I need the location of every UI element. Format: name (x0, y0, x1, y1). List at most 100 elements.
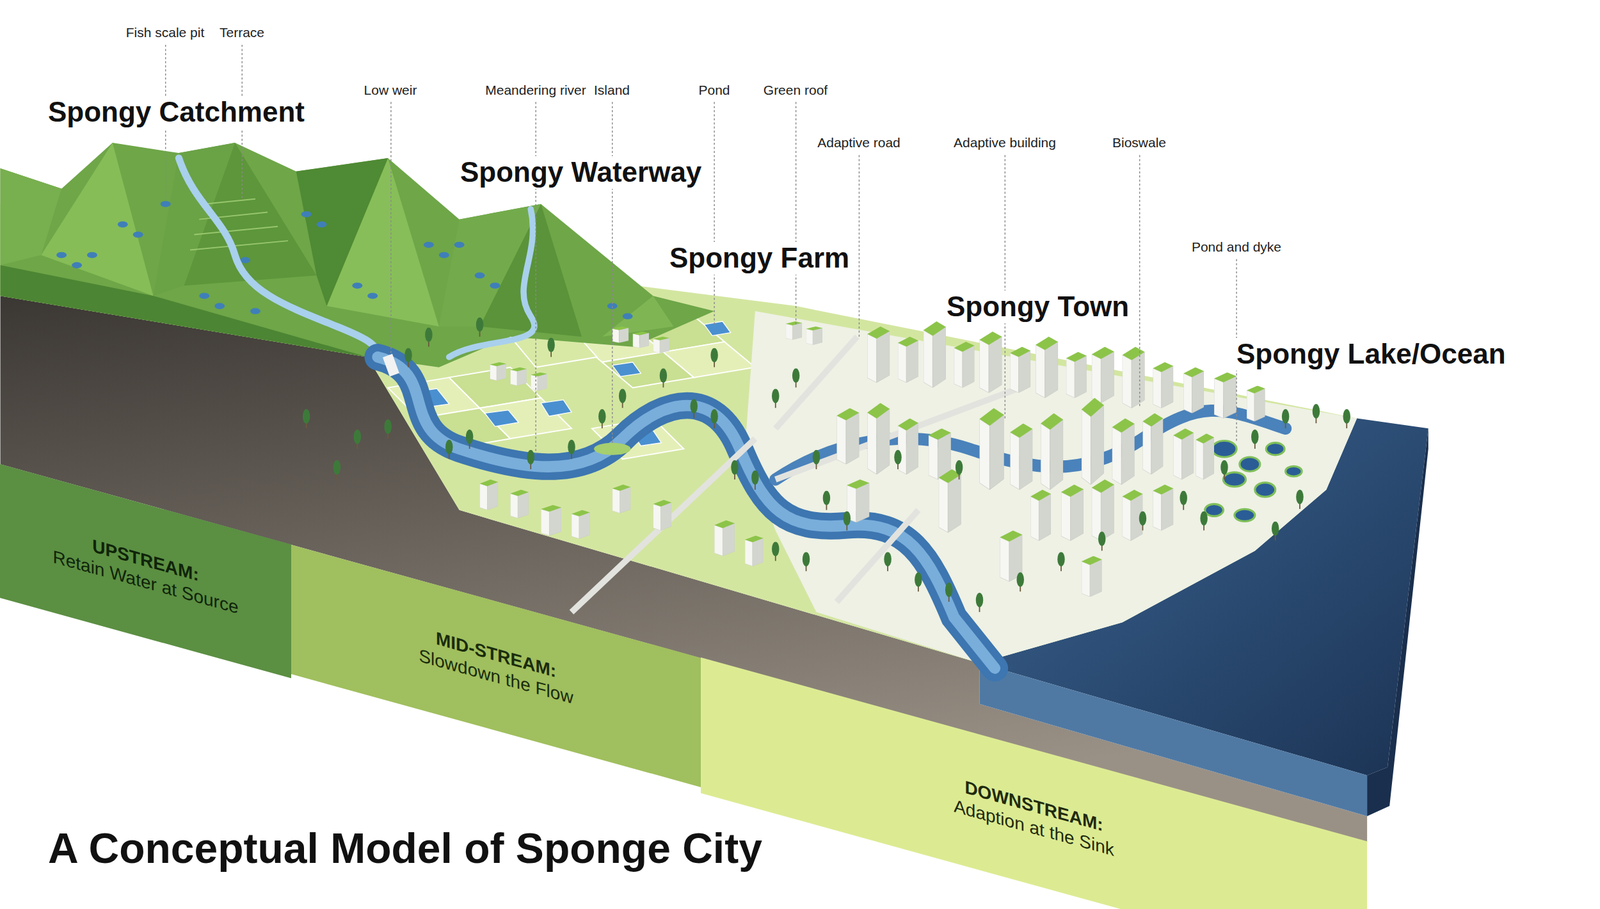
tree (1296, 489, 1304, 509)
tree (659, 368, 667, 388)
zone-heading: Spongy Waterway (456, 156, 706, 189)
building (897, 336, 919, 383)
pit (71, 262, 82, 269)
tree (710, 408, 718, 429)
building (530, 372, 547, 392)
tree (1200, 510, 1208, 530)
tree (802, 551, 810, 571)
building (1040, 412, 1064, 490)
building (954, 341, 975, 388)
mountains (0, 142, 715, 368)
tree (1139, 510, 1147, 530)
pit (490, 282, 501, 289)
zone-heading: Spongy Catchment (44, 96, 309, 129)
tree (598, 408, 606, 429)
road (836, 510, 918, 602)
building (1142, 412, 1163, 475)
building (632, 331, 649, 348)
building (1122, 346, 1145, 409)
leader-line (713, 101, 715, 327)
building (867, 403, 890, 475)
dyke-pond (1239, 456, 1261, 472)
tree (476, 317, 484, 337)
trees (302, 317, 1351, 613)
pit (454, 241, 465, 249)
tree (1016, 572, 1024, 592)
building (897, 417, 919, 475)
building (1173, 428, 1194, 480)
pit (439, 252, 450, 259)
building (714, 520, 735, 557)
dyke-pond (1205, 503, 1224, 516)
roads (571, 336, 1021, 612)
tree (730, 460, 738, 480)
dyke-pond (1285, 465, 1302, 477)
mountain-facet (0, 168, 63, 265)
tree (424, 327, 432, 347)
tree (547, 337, 555, 358)
pit (87, 252, 98, 259)
tree (710, 347, 718, 367)
pit (133, 231, 144, 239)
tree (823, 490, 831, 511)
building (867, 326, 890, 383)
building (836, 407, 859, 464)
callout-label: Adaptive building (953, 134, 1056, 151)
pit (316, 221, 328, 228)
tree (465, 429, 473, 449)
mountain-facet (296, 158, 388, 306)
tree (955, 460, 963, 480)
tree (1281, 408, 1289, 429)
building (1009, 423, 1033, 490)
dyke-pond (1255, 482, 1276, 497)
tree (843, 510, 851, 530)
tree (1342, 408, 1350, 429)
mountain-stream (178, 158, 388, 360)
tree (1312, 403, 1320, 424)
terrace-line (193, 226, 278, 235)
tree (527, 449, 535, 470)
tree (771, 388, 779, 408)
callout-label: Island (593, 81, 630, 98)
building (1091, 479, 1115, 541)
building (1195, 433, 1215, 480)
tree (914, 572, 922, 592)
tree (333, 460, 341, 480)
building (571, 510, 591, 539)
building (1009, 346, 1031, 393)
tree (404, 347, 412, 367)
building (540, 504, 562, 536)
callout-label: Pond (698, 81, 730, 98)
terrace-line (190, 240, 288, 250)
building (785, 321, 802, 340)
pit (474, 272, 486, 280)
tree (445, 439, 453, 459)
tree (1179, 490, 1187, 511)
field (663, 341, 755, 378)
tree (792, 368, 800, 388)
mountain-facet (40, 142, 153, 296)
tree (384, 419, 392, 439)
fish-scale-pits (56, 200, 633, 320)
tree (618, 388, 626, 408)
tree (302, 408, 310, 429)
callout-label: Green roof (763, 81, 828, 98)
leader-line (858, 154, 860, 337)
dyke-pond (1234, 508, 1256, 521)
building (480, 479, 499, 511)
callout-label: Low weir (364, 81, 418, 98)
building (1066, 352, 1087, 399)
building (938, 469, 962, 533)
building (1091, 346, 1115, 404)
leader-line (390, 101, 392, 355)
building (1152, 484, 1174, 531)
dyke-ponds (1205, 440, 1302, 521)
road (571, 438, 756, 612)
tree (812, 449, 820, 470)
building (1183, 367, 1204, 414)
building (806, 326, 823, 345)
building (510, 367, 527, 386)
leader-line (535, 101, 537, 454)
tree (883, 551, 891, 571)
